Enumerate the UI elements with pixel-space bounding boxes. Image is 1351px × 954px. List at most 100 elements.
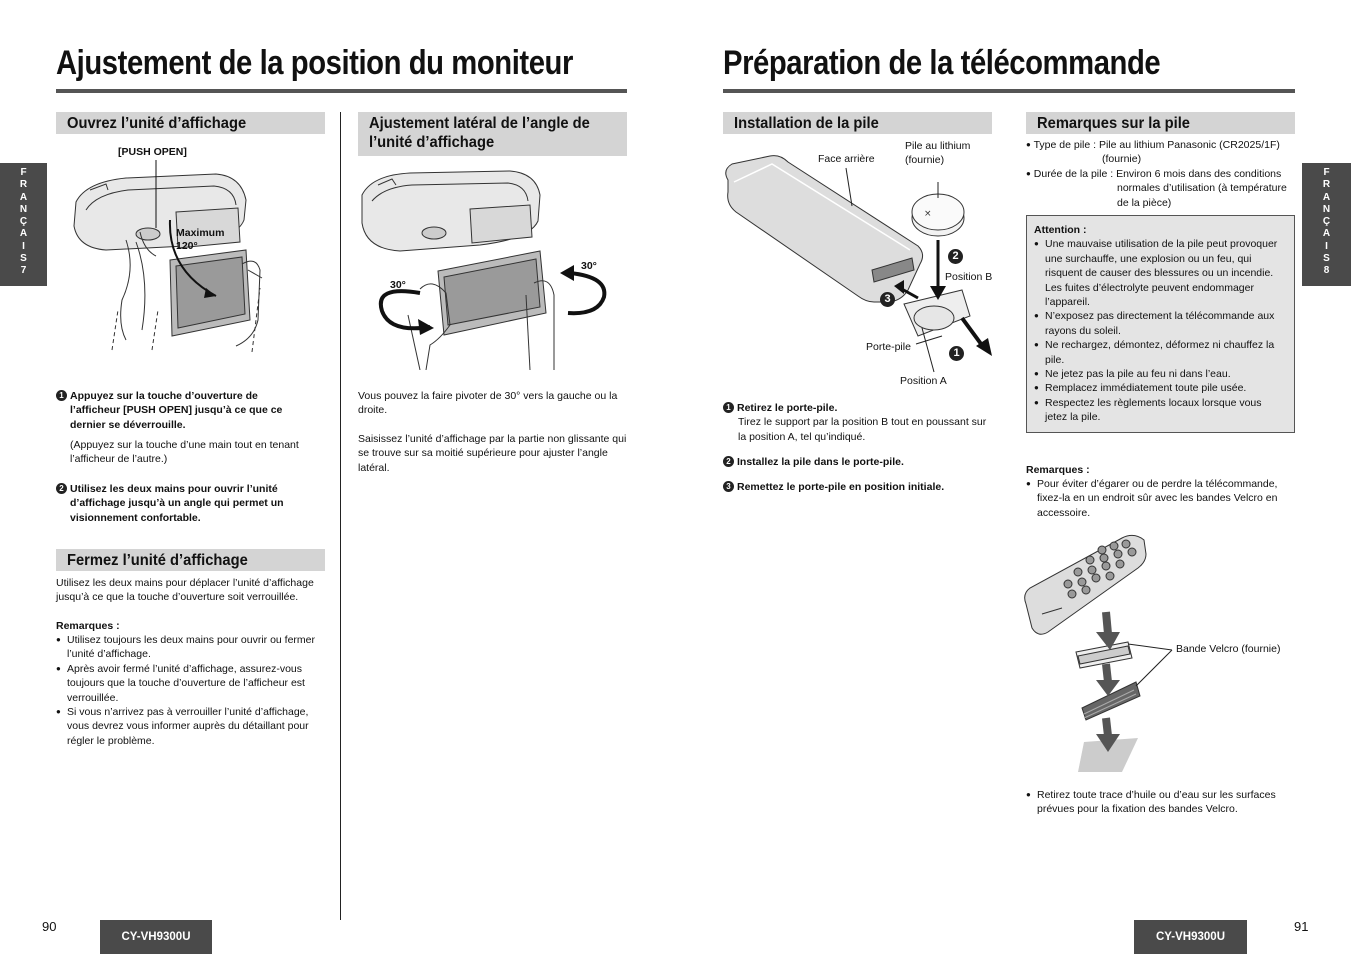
list-item: Une mauvaise utilisation de la pile peut… (1034, 237, 1286, 309)
tab-letter: Ç (1322, 216, 1331, 228)
battery-type: ● Type de pile : Pile au lithium Panason… (1026, 138, 1296, 167)
velcro-remark-2: Retirez toute trace d’huile ou d’eau sur… (1026, 788, 1288, 817)
list-item: N’exposez pas directement la télécommand… (1034, 309, 1286, 338)
velcro-label: Bande Velcro (fournie) (1176, 643, 1281, 655)
open-section-heading: Ouvrez l’unité d’affichage (56, 112, 325, 134)
left-model-badge: CY-VH9300U (100, 920, 212, 954)
step-number-2: 2 (723, 456, 734, 467)
step-number-2: 2 (56, 483, 67, 494)
remarks-heading-text: Remarques sur la pile (1037, 115, 1190, 132)
tab-letter: N (1322, 203, 1331, 215)
right-page-number: 91 (1294, 919, 1309, 934)
remarks-section-heading: Remarques sur la pile (1026, 112, 1295, 134)
angle-left-label: 30° (390, 279, 406, 291)
battery-install-illustration: × (725, 155, 992, 373)
lateral-text-1: Vous pouvez la faire pivoter de 30° vers… (358, 390, 618, 417)
install-step2-text: Installez la pile dans le porte-pile. (737, 456, 904, 468)
left-language-tab: F R A N Ç A I S 7 (0, 163, 47, 286)
label-position-b: Position B (945, 271, 993, 283)
label-position-a: Position A (900, 375, 947, 387)
battery-type-label: Type de pile : (1033, 139, 1099, 151)
left-page-title: Ajustement de la position du moniteur (56, 44, 573, 82)
velcro-remark-1: Pour éviter d’égarer ou de perdre la tél… (1026, 477, 1288, 520)
install-step1-text: Tirez le support par la position B tout … (738, 416, 987, 443)
list-item: Remplacez immédiatement toute pile usée. (1034, 381, 1286, 396)
close-section-heading: Fermez l’unité d’affichage (56, 549, 325, 571)
list-item: Si vous n’arrivez pas à verrouiller l’un… (56, 705, 321, 748)
install-section-heading: Installation de la pile (723, 112, 992, 134)
close-remarks-list: Utilisez toujours les deux mains pour ou… (56, 633, 321, 748)
tab-page-number: 7 (20, 265, 27, 277)
install-heading-text: Installation de la pile (734, 115, 879, 132)
push-open-label: [PUSH OPEN] (118, 146, 187, 158)
install-step1-title: Retirez le porte-pile. (737, 402, 838, 414)
lateral-text-2: Saisissez l’unité d’affichage par la par… (358, 433, 627, 474)
step1-text: Appuyez sur la touche d’ouverture de l’a… (70, 390, 283, 431)
marker-2: 2 (948, 249, 963, 264)
right-language-tab: F R A N Ç A I S 8 (1302, 163, 1351, 286)
battery-life-value3: de la pièce) (1117, 196, 1172, 209)
pile-label-line1: Pile au lithium (905, 140, 971, 152)
battery-life-value1: Environ 6 mois dans des conditions (1116, 168, 1282, 180)
battery-life: ● Durée de la pile : Environ 6 mois dans… (1026, 167, 1296, 210)
lateral-section-heading: Ajustement latéral de l’angle de l’unité… (358, 112, 627, 156)
max-angle-label: Maximum 120° (176, 227, 224, 253)
right-page-title: Préparation de la télécommande (723, 44, 1161, 82)
close-remarks-title: Remarques : (56, 620, 120, 632)
left-page-number: 90 (42, 919, 57, 934)
list-item: Retirez toute trace d’huile ou d’eau sur… (1026, 788, 1288, 817)
list-item: Pour éviter d’égarer ou de perdre la tél… (1026, 477, 1288, 520)
step2-text: Utilisez les deux mains pour ouvrir l’un… (70, 483, 284, 524)
tab-letter: R (19, 179, 28, 191)
marker-3: 3 (880, 292, 895, 307)
max-label-line2: 120° (176, 240, 198, 252)
tab-letter: I (22, 240, 25, 252)
list-item: Respectez les règlements locaux lorsque … (1034, 396, 1286, 425)
tab-letter: S (20, 253, 27, 265)
tab-letter: F (1323, 167, 1330, 178)
tab-letter: Ç (19, 216, 28, 228)
battery-life-label: Durée de la pile : (1033, 168, 1117, 180)
right-model-badge: CY-VH9300U (1134, 920, 1247, 954)
list-item: Ne rechargez, démontez, déformez ni chau… (1034, 338, 1286, 367)
tab-letter: R (1322, 179, 1331, 191)
column-divider (340, 112, 341, 920)
battery-life-value2: normales d’utilisation (à température (1117, 182, 1287, 195)
tab-letter: A (1322, 228, 1331, 240)
install-step3-text: Remettez le porte-pile en position initi… (737, 481, 945, 493)
step-number-3: 3 (723, 481, 734, 492)
label-pile-lithium: Pile au lithium (fournie) (905, 140, 970, 167)
battery-type-value: Pile au lithium Panasonic (CR2025/1F) (1098, 139, 1280, 151)
lateral-heading-line2: l’unité d’affichage (369, 134, 495, 151)
max-label-line1: Maximum (176, 227, 225, 239)
pile-label-line2: (fournie) (905, 153, 945, 166)
svg-text:×: × (924, 209, 932, 219)
tab-page-number: 8 (1323, 265, 1330, 277)
open-heading-text: Ouvrez l’unité d’affichage (67, 115, 247, 132)
list-item: Utilisez toujours les deux mains pour ou… (56, 633, 321, 662)
step-number-1: 1 (723, 402, 734, 413)
list-item: Ne jetez pas la pile au feu ni dans l’ea… (1034, 367, 1286, 382)
tab-letter: A (19, 191, 28, 203)
label-face-arriere: Face arrière (818, 153, 875, 165)
angle-right-label: 30° (581, 260, 597, 272)
close-section-text: Utilisez les deux mains pour déplacer l’… (56, 577, 314, 604)
tab-letter: A (1322, 191, 1331, 203)
attention-title: Attention : (1034, 224, 1087, 236)
tab-letter: S (1323, 253, 1330, 265)
close-heading-text: Fermez l’unité d’affichage (67, 552, 248, 569)
open-step-1-note: (Appuyez sur la touche d’une main tout e… (70, 439, 299, 466)
tab-letter: N (19, 203, 28, 215)
velcro-illustration (1024, 534, 1173, 772)
step-number-1: 1 (56, 390, 67, 401)
marker-1: 1 (949, 346, 964, 361)
tab-letter: F (20, 167, 27, 178)
label-porte-pile: Porte-pile (866, 341, 911, 353)
lateral-heading-line1: Ajustement latéral de l’angle de (369, 115, 590, 132)
attention-box: Attention : Une mauvaise utilisation de … (1026, 215, 1295, 433)
